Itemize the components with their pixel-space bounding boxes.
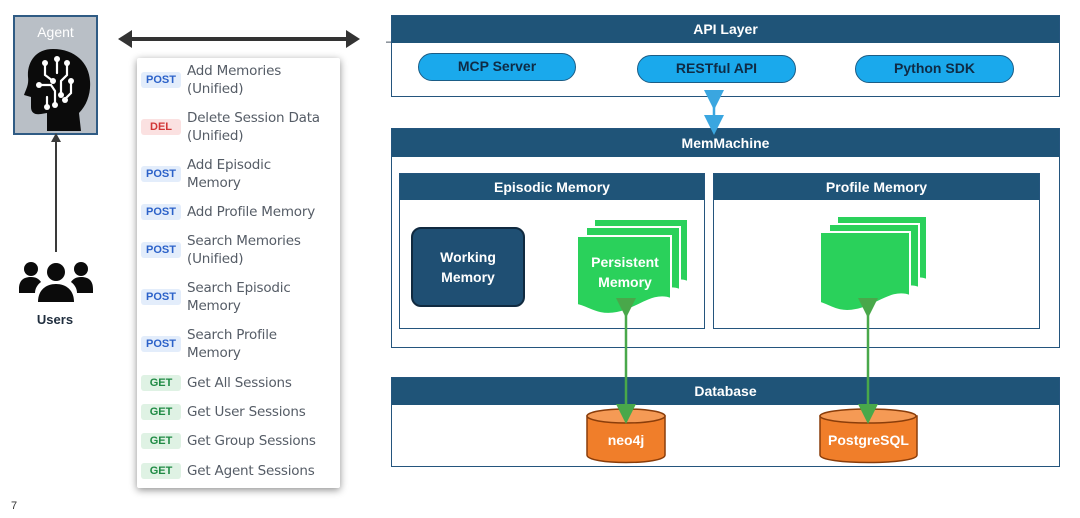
agent-api-double-arrow (118, 30, 360, 48)
method-badge: POST (141, 204, 181, 220)
endpoint-item[interactable]: GET Get Group Sessions (137, 432, 340, 450)
method-badge: POST (141, 166, 181, 182)
api-layer-title: API Layer (392, 16, 1059, 43)
endpoint-label: Get Agent Sessions (187, 463, 315, 479)
endpoint-item[interactable]: POST Add Memories (Unified) (137, 62, 340, 98)
method-badge: GET (141, 404, 181, 420)
agent-title: Agent (37, 24, 74, 40)
mcp-server-pill[interactable]: MCP Server (418, 53, 576, 81)
agent-box: Agent (13, 15, 98, 135)
method-badge: DEL (141, 119, 181, 135)
api-endpoint-list: POST Add Memories (Unified) DEL Delete S… (137, 58, 340, 488)
profile-memory-title: Profile Memory (714, 174, 1039, 200)
database-frame: Database (391, 377, 1060, 467)
restful-api-pill[interactable]: RESTful API (637, 55, 796, 83)
users-icon (19, 262, 93, 302)
persistent-memory-label: Persistent Memory (591, 254, 659, 290)
postgresql-label: PostgreSQL (828, 432, 909, 448)
users-label: Users (36, 312, 74, 327)
slide-number: 7 (11, 500, 18, 512)
endpoint-label: Search Episodic Memory (187, 280, 291, 314)
method-badge: POST (141, 336, 181, 352)
endpoint-label: Add Memories (Unified) (187, 63, 282, 97)
python-sdk-pill[interactable]: Python SDK (855, 55, 1014, 83)
method-badge: GET (141, 375, 181, 391)
profile-memory-frame: Profile Memory (713, 173, 1040, 329)
ai-head-icon (24, 49, 91, 131)
endpoint-item[interactable]: POST Search Profile Memory (137, 326, 340, 362)
endpoint-label: Search Profile Memory (187, 327, 277, 361)
endpoint-item[interactable]: GET Get Agent Sessions (137, 462, 340, 480)
database-title: Database (392, 378, 1059, 405)
endpoint-item[interactable]: POST Add Episodic Memory (137, 156, 340, 192)
endpoint-label: Add Profile Memory (187, 204, 315, 220)
method-badge: POST (141, 289, 181, 305)
endpoint-item[interactable]: GET Get All Sessions (137, 374, 340, 392)
method-badge: POST (141, 72, 181, 88)
endpoint-item[interactable]: DEL Delete Session Data (Unified) (137, 109, 340, 145)
working-memory-box[interactable]: Working Memory (411, 227, 525, 307)
endpoint-label: Add Episodic Memory (187, 157, 271, 191)
method-badge: GET (141, 433, 181, 449)
endpoint-label: Search Memories (Unified) (187, 233, 301, 267)
neo4j-label: neo4j (607, 432, 645, 448)
episodic-memory-title: Episodic Memory (400, 174, 704, 200)
endpoint-item[interactable]: POST Search Memories (Unified) (137, 232, 340, 268)
endpoint-item[interactable]: POST Add Profile Memory (137, 203, 340, 221)
endpoint-label: Delete Session Data (Unified) (187, 110, 320, 144)
method-badge: GET (141, 463, 181, 479)
users-to-agent-line (55, 137, 57, 252)
endpoint-label: Get All Sessions (187, 375, 292, 391)
endpoint-item[interactable]: GET Get User Sessions (137, 403, 340, 421)
method-badge: POST (141, 242, 181, 258)
endpoint-label: Get Group Sessions (187, 433, 316, 449)
endpoint-item[interactable]: POST Search Episodic Memory (137, 279, 340, 315)
endpoint-label: Get User Sessions (187, 404, 306, 420)
memmachine-title: MemMachine (392, 129, 1059, 157)
